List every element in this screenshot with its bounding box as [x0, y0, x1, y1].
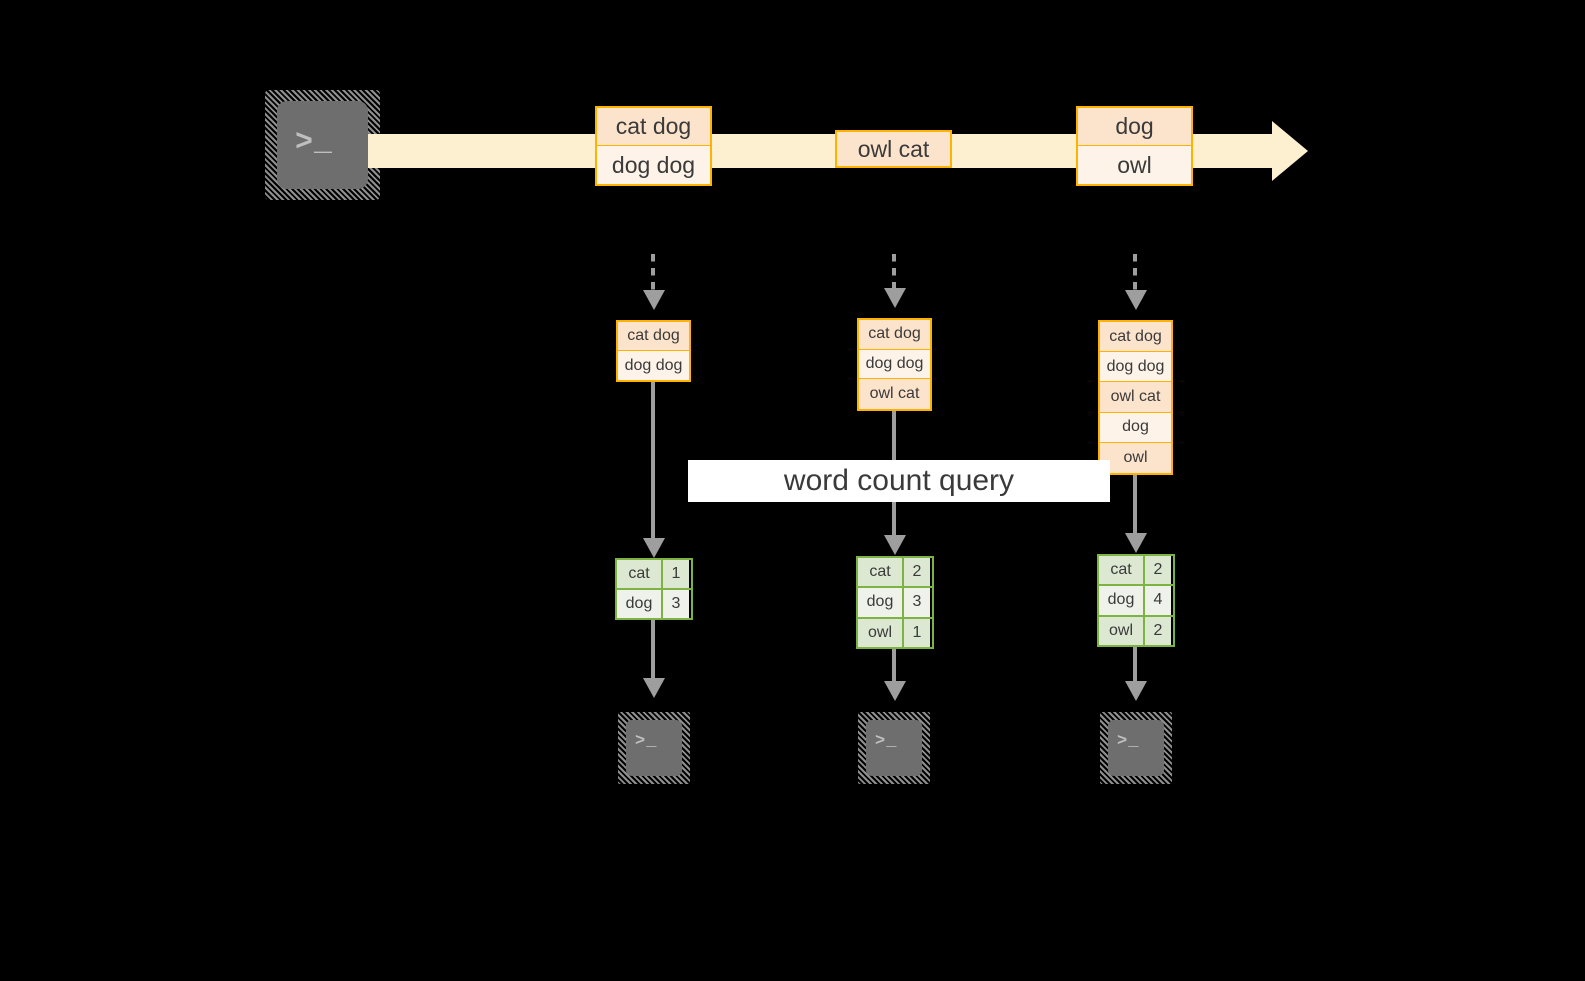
- sink-line-batch-1: [651, 620, 655, 682]
- batch-input-row: dog dog: [618, 351, 689, 380]
- terminal-body: [866, 720, 922, 776]
- sink-arrowhead-batch-1: [643, 678, 665, 698]
- result-word-cell: cat: [858, 558, 904, 587]
- batch-input-row: cat dog: [859, 320, 930, 350]
- terminal-body: [277, 101, 368, 189]
- result-count-cell: 2: [1145, 616, 1171, 645]
- result-count-cell: 2: [904, 558, 930, 587]
- stream-event-row: dog dog: [597, 146, 710, 184]
- result-word-cell: cat: [1099, 556, 1145, 585]
- table-row: cat 1: [617, 560, 691, 590]
- query-banner: word count query: [688, 460, 1110, 502]
- query-arrowhead-batch-3: [1125, 533, 1147, 553]
- query-line-batch-1: [651, 382, 655, 542]
- result-count-cell: 4: [1145, 586, 1171, 615]
- batch-result-table-2: cat 2 dog 3 owl 1: [856, 556, 934, 649]
- batch-input-table-2: cat dog dog dog owl cat: [857, 318, 932, 411]
- event-stream-arrowhead: [1272, 121, 1308, 181]
- trigger-arrowhead-batch-1: [643, 290, 665, 310]
- stream-event-row: owl: [1078, 146, 1191, 184]
- sink-arrowhead-batch-3: [1125, 681, 1147, 701]
- sink-terminal-icon-2: >_: [858, 712, 930, 784]
- query-line-batch-3: [1133, 475, 1137, 537]
- result-word-cell: dog: [1099, 586, 1145, 615]
- terminal-prompt-glyph: >_: [295, 126, 334, 160]
- stream-event-group-2: owl cat: [835, 130, 952, 168]
- table-row: cat 2: [1099, 556, 1173, 587]
- batch-input-row: cat dog: [1100, 322, 1171, 353]
- sink-arrowhead-batch-2: [884, 681, 906, 701]
- table-row: dog 4: [1099, 586, 1173, 617]
- stream-event-group-1: cat dog dog dog: [595, 106, 712, 186]
- stream-event-row: owl cat: [837, 132, 950, 166]
- trigger-line-batch-2: [892, 254, 896, 292]
- result-count-cell: 1: [663, 560, 689, 588]
- result-word-cell: owl: [1099, 616, 1145, 645]
- result-count-cell: 3: [904, 588, 930, 617]
- batch-input-row: cat dog: [618, 322, 689, 351]
- table-row: cat 2: [858, 558, 932, 589]
- result-word-cell: owl: [858, 618, 904, 647]
- sink-terminal-icon-3: >_: [1100, 712, 1172, 784]
- result-count-cell: 3: [663, 590, 689, 618]
- stream-event-row: cat dog: [597, 108, 710, 146]
- table-row: dog 3: [617, 590, 691, 618]
- stream-event-group-3: dog owl: [1076, 106, 1193, 186]
- result-word-cell: dog: [617, 590, 663, 618]
- terminal-prompt-glyph: >_: [1117, 732, 1140, 751]
- trigger-arrowhead-batch-2: [884, 288, 906, 308]
- query-arrowhead-batch-1: [643, 538, 665, 558]
- terminal-prompt-glyph: >_: [875, 732, 898, 751]
- batch-input-row: owl cat: [1100, 382, 1171, 413]
- batch-result-table-1: cat 1 dog 3: [615, 558, 693, 620]
- batch-result-table-3: cat 2 dog 4 owl 2: [1097, 554, 1175, 647]
- batch-input-table-3: cat dog dog dog owl cat dog owl: [1098, 320, 1173, 475]
- query-arrowhead-batch-2: [884, 535, 906, 555]
- batch-input-row: dog dog: [1100, 352, 1171, 383]
- query-banner-label: word count query: [783, 464, 1015, 497]
- table-row: owl 1: [858, 618, 932, 647]
- batch-input-row: owl cat: [859, 379, 930, 409]
- terminal-body: [626, 720, 682, 776]
- trigger-line-batch-1: [651, 254, 655, 294]
- result-count-cell: 1: [904, 618, 930, 647]
- terminal-body: [1108, 720, 1164, 776]
- sink-line-batch-3: [1133, 647, 1137, 685]
- batch-input-row: dog: [1100, 412, 1171, 443]
- sink-line-batch-2: [892, 649, 896, 685]
- source-terminal-icon: >_: [265, 90, 380, 200]
- batch-input-row: dog dog: [859, 349, 930, 380]
- result-word-cell: dog: [858, 588, 904, 617]
- sink-terminal-icon-1: >_: [618, 712, 690, 784]
- table-row: dog 3: [858, 588, 932, 619]
- terminal-prompt-glyph: >_: [635, 732, 658, 751]
- batch-input-table-1: cat dog dog dog: [616, 320, 691, 382]
- trigger-arrowhead-batch-3: [1125, 290, 1147, 310]
- trigger-line-batch-3: [1133, 254, 1137, 294]
- result-word-cell: cat: [617, 560, 663, 588]
- result-count-cell: 2: [1145, 556, 1171, 585]
- table-row: owl 2: [1099, 616, 1173, 645]
- stream-event-row: dog: [1078, 108, 1191, 146]
- batch-input-row: owl: [1100, 442, 1171, 473]
